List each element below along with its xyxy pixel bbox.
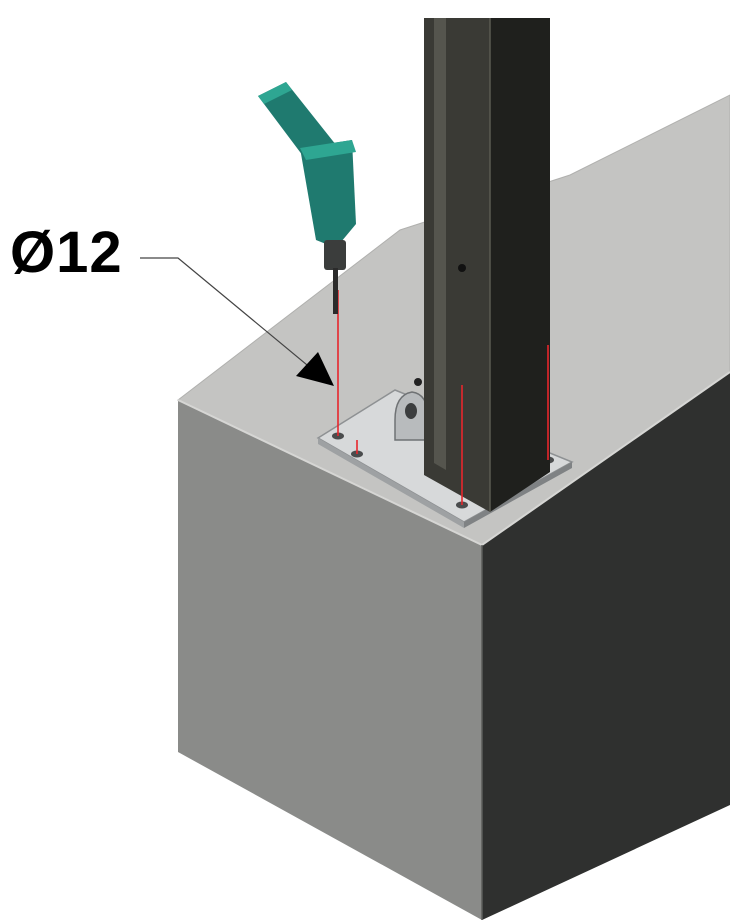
drill-body: [300, 140, 356, 248]
base-plate-lug-hole: [405, 403, 417, 419]
post-bolt-hole: [458, 264, 466, 272]
foundation-side-face: [482, 372, 730, 920]
post-groove: [434, 18, 446, 470]
steel-post: [414, 18, 550, 512]
leader-arrowhead: [296, 352, 334, 386]
power-drill-icon: [258, 82, 356, 314]
drill-chuck: [324, 240, 346, 270]
leader-line: [140, 257, 331, 385]
drill-diameter-label: Ø12: [10, 220, 123, 285]
callout-leader: [140, 257, 334, 386]
drill-guide-lines: [337, 290, 549, 505]
drill-bit: [333, 268, 338, 314]
drill-body-highlight: [300, 140, 356, 160]
post-front-face: [424, 18, 490, 512]
post-bolt-hole: [414, 378, 422, 386]
concrete-foundation: [177, 94, 730, 920]
base-plate-edge-right: [464, 462, 572, 528]
base-plate-edge: [318, 438, 464, 528]
drill-handle-top: [258, 82, 292, 104]
foundation-front-face: [178, 400, 482, 920]
post-side-face: [490, 18, 550, 512]
